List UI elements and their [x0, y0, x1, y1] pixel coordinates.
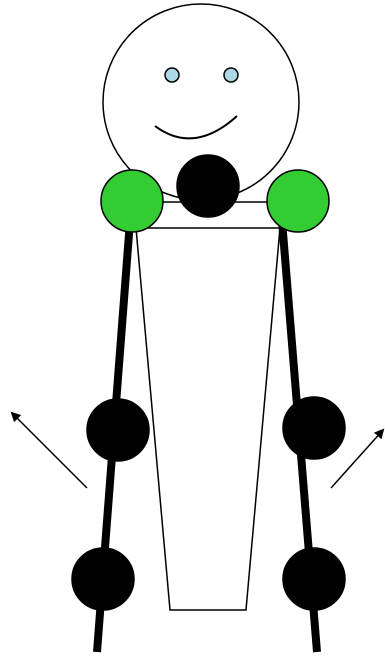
smile — [154, 115, 238, 140]
left-wrist-joint — [71, 547, 135, 611]
right-wrist-joint — [282, 547, 346, 611]
right-elbow-joint — [282, 396, 346, 460]
left-direction-arrow — [10, 411, 88, 489]
right-direction-arrow — [330, 428, 385, 489]
left-elbow-joint — [86, 398, 150, 462]
neck-joint — [176, 154, 240, 218]
left-eye — [164, 67, 180, 83]
right-shoulder-joint — [266, 169, 330, 233]
torso-trapezoid — [135, 227, 281, 611]
right-eye — [223, 67, 239, 83]
left-shoulder-joint — [100, 169, 164, 233]
